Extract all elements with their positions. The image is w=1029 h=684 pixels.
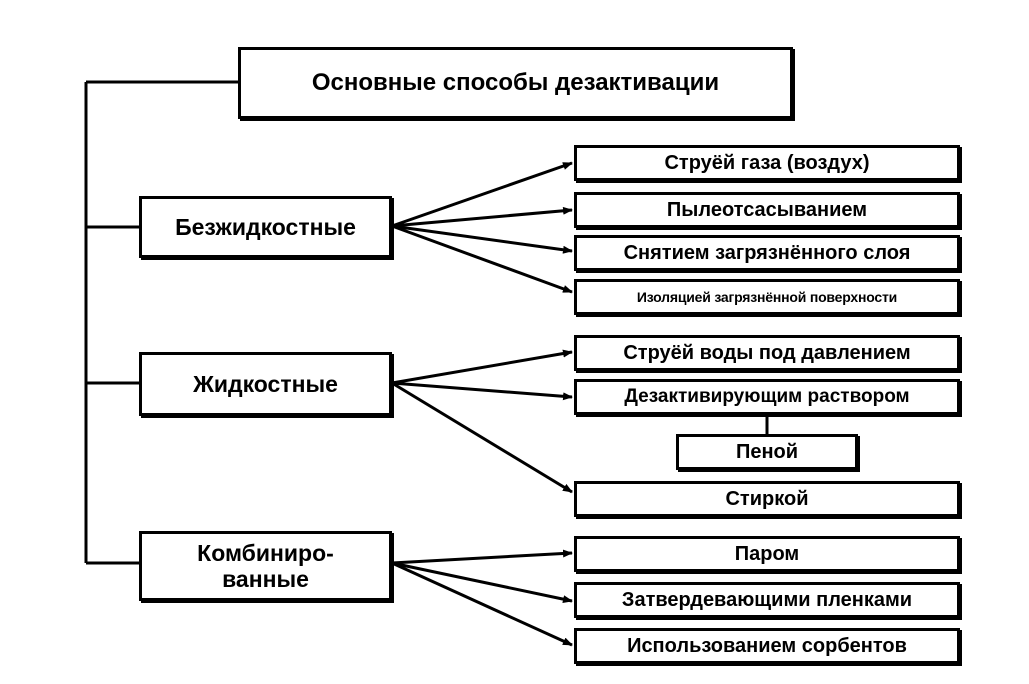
method-box-steam: Паром xyxy=(574,536,960,572)
category-box-liquid: Жидкостные xyxy=(139,352,392,416)
method-label-layer: Снятием загрязнённого слоя xyxy=(623,241,911,264)
arrow-gas xyxy=(391,161,573,228)
method-box-washing: Стиркой xyxy=(574,481,960,517)
arrow-washing xyxy=(391,381,573,494)
arrow-water xyxy=(391,349,573,385)
method-box-solution: Дезактивирующим раствором xyxy=(574,379,960,415)
arrow-layer xyxy=(391,224,573,254)
method-label-solution: Дезактивирующим раствором xyxy=(624,386,910,408)
category-label-combined-line1: Комбиниро- xyxy=(197,539,334,566)
method-box-gas: Струёй газа (воздух) xyxy=(574,145,960,181)
method-label-water: Струёй воды под давлением xyxy=(623,341,911,364)
category-label-liquid: Жидкостные xyxy=(193,370,338,397)
diagram-title: Основные способы дезактивации xyxy=(311,69,720,97)
method-label-gas: Струёй газа (воздух) xyxy=(664,151,870,174)
category-box-dry: Безжидкостные xyxy=(139,196,392,258)
category-box-combined: Комбиниро- ванные xyxy=(139,531,392,601)
method-label-steam: Паром xyxy=(734,542,800,565)
arrow-dust xyxy=(391,206,573,228)
method-label-foam: Пеной xyxy=(735,440,799,463)
method-box-water: Струёй воды под давлением xyxy=(574,335,960,371)
method-box-isolation: Изоляцией загрязнённой поверхности xyxy=(574,279,960,315)
method-box-foam: Пеной xyxy=(676,434,858,470)
arrow-sorbents xyxy=(391,561,573,647)
method-label-films: Затвердевающими пленками xyxy=(621,588,913,611)
arrow-solution xyxy=(391,381,573,401)
category-label-dry: Безжидкостные xyxy=(175,213,356,240)
method-label-dust: Пылеотсасыванием xyxy=(666,198,868,221)
arrow-films xyxy=(391,561,573,604)
method-box-dust: Пылеотсасыванием xyxy=(574,192,960,228)
method-label-isolation: Изоляцией загрязнённой поверхности xyxy=(636,288,898,305)
method-label-sorbents: Использованием сорбентов xyxy=(627,634,907,657)
category-label-combined-line2: ванные xyxy=(222,566,309,592)
arrow-isolation xyxy=(391,224,573,294)
arrow-steam xyxy=(391,549,573,565)
method-box-sorbents: Использованием сорбентов xyxy=(574,628,960,664)
diagram-title-box: Основные способы дезактивации xyxy=(238,47,793,119)
method-box-layer: Снятием загрязнённого слоя xyxy=(574,235,960,271)
method-label-washing: Стиркой xyxy=(725,487,809,510)
method-box-films: Затвердевающими пленками xyxy=(574,582,960,618)
